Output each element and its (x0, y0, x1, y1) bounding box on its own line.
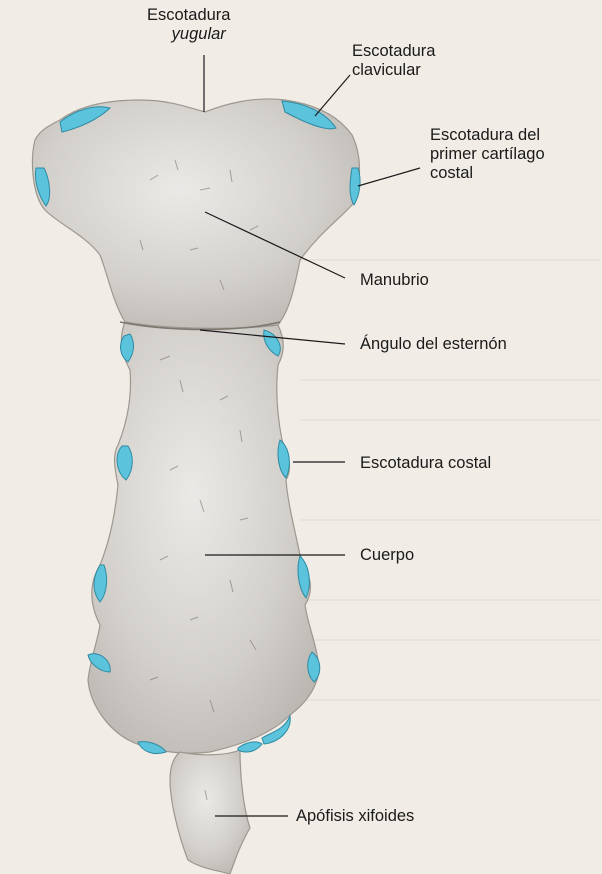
label-escotadura-yugular-line1: Escotadura (147, 6, 231, 24)
background-page-texture (300, 259, 600, 701)
label-escotadura-yugular: Escotadura yugular (147, 6, 230, 44)
fifth-costal-facet-right (307, 651, 321, 683)
sternal-body-shape (87, 321, 320, 754)
leader-escotadura-primer-cartilago (357, 167, 421, 187)
label-escotadura-costal: Escotadura costal (360, 454, 492, 472)
label-angulo-esternon: Ángulo del esternón (360, 335, 507, 353)
leader-lines (199, 55, 421, 817)
first-costal-facet-right (349, 167, 361, 206)
leader-angulo-esternon (199, 329, 346, 345)
second-costal-facet-left (120, 333, 134, 363)
clavicular-facet-left (59, 106, 111, 133)
fourth-costal-facet-left (93, 564, 108, 603)
first-costal-facet-left (35, 167, 51, 207)
sixth-costal-facet-left (137, 741, 167, 755)
label-escotadura-primer-cartilago-line2: primer cartílago (430, 145, 545, 163)
label-escotadura-primer-cartilago-line3: costal (430, 164, 474, 182)
fourth-costal-facet-right (297, 555, 310, 599)
cartilage-facets (35, 100, 361, 755)
leader-manubrio (204, 211, 346, 279)
fifth-costal-facet-left (87, 653, 111, 673)
label-escotadura-yugular-line2: yugular (171, 25, 226, 43)
manubriosternal-joint (119, 321, 281, 331)
label-escotadura-clavicular: Escotadura clavicular (352, 42, 435, 80)
label-manubrio: Manubrio (360, 271, 429, 289)
label-cuerpo: Cuerpo (360, 546, 415, 564)
label-escotadura-primer-cartilago-line1: Escotadura del (430, 126, 541, 144)
clavicular-facet-right (281, 100, 337, 130)
seventh-costal-facet-right (237, 741, 263, 753)
xiphoid-shape (169, 749, 251, 874)
bone-texture (139, 159, 259, 801)
leader-escotadura-clavicular (314, 74, 351, 117)
manubrium-shape (31, 98, 361, 330)
label-escotadura-clavicular-line2: clavicular (352, 61, 421, 79)
third-costal-facet-right (277, 439, 290, 479)
label-escotadura-clavicular-line1: Escotadura (352, 42, 436, 60)
sixth-costal-facet-right (261, 714, 291, 745)
label-escotadura-primer-cartilago: Escotadura del primer cartílago costal (430, 126, 545, 183)
label-apofisis-xifoides: Apófisis xifoides (296, 807, 415, 825)
third-costal-facet-left (116, 445, 133, 481)
